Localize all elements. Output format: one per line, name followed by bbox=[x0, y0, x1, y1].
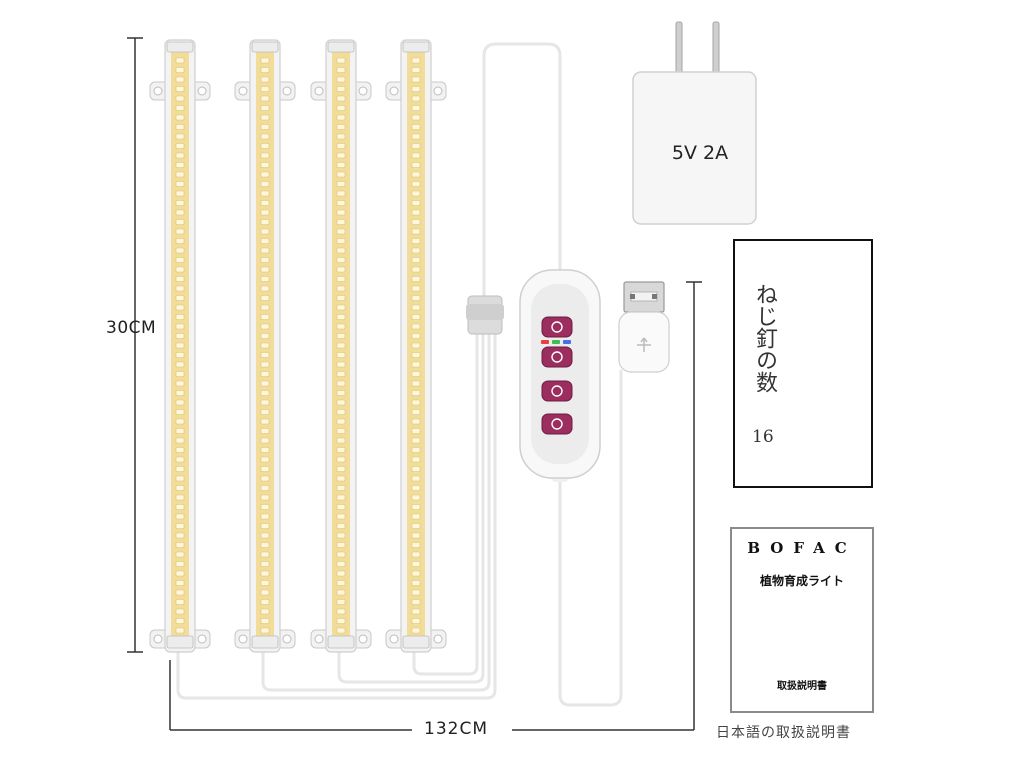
led-bar-2 bbox=[234, 39, 296, 653]
cable-splitter-clip bbox=[466, 295, 504, 335]
height-label: 30CM bbox=[106, 318, 157, 338]
remote-controller-icon bbox=[519, 269, 601, 482]
power-adapter-icon bbox=[632, 21, 757, 225]
led-bars bbox=[149, 39, 447, 653]
end-cap-top bbox=[402, 41, 430, 53]
manual-title: 植物育成ライト bbox=[759, 574, 844, 588]
controller-buttons bbox=[541, 316, 573, 435]
controller-panel bbox=[531, 284, 589, 464]
instruction-manual: BOFAC 植物育成ライト 取扱説明書 bbox=[730, 527, 874, 713]
cable-bar-3 bbox=[337, 320, 485, 684]
end-cap-top bbox=[251, 41, 279, 53]
indicator-light-1 bbox=[541, 340, 549, 344]
cable-controller-to-usb bbox=[558, 370, 623, 707]
end-cap-bottom bbox=[402, 635, 430, 649]
indicator-light-2 bbox=[552, 340, 560, 344]
cable-length-label: 132CM bbox=[424, 719, 488, 739]
adapter-body bbox=[632, 71, 757, 225]
main-cable-to-controller bbox=[482, 42, 562, 300]
end-cap-top bbox=[166, 41, 194, 53]
dimmer-icon bbox=[541, 380, 573, 402]
controller-indicators bbox=[541, 340, 571, 344]
spectrum-icon bbox=[541, 413, 573, 435]
led-bar-1 bbox=[149, 39, 211, 653]
indicator-light-3 bbox=[563, 340, 571, 344]
manual-brand: BOFAC bbox=[747, 539, 857, 557]
led-bar-3 bbox=[310, 39, 372, 653]
cycle-timer-icon bbox=[541, 346, 573, 368]
cable-bar-4 bbox=[412, 320, 479, 676]
end-cap-bottom bbox=[327, 635, 355, 649]
led-bar-cables bbox=[176, 42, 623, 707]
end-cap-bottom bbox=[251, 635, 279, 649]
dimension-lines bbox=[127, 37, 702, 731]
screw-count-title: ねじ釘の数 bbox=[752, 283, 777, 393]
cable-bar-2 bbox=[261, 320, 491, 692]
manual-footer: 取扱説明書 bbox=[777, 681, 827, 692]
adapter-prong-right bbox=[712, 21, 720, 77]
usb-plug-icon bbox=[618, 281, 670, 373]
end-cap-top bbox=[327, 41, 355, 53]
adapter-rating-label: 5V 2A bbox=[671, 142, 729, 164]
manual-caption: 日本語の取扱説明書 bbox=[716, 725, 851, 741]
adapter-prong-left bbox=[675, 21, 683, 77]
power-icon bbox=[541, 316, 573, 338]
led-bar-4 bbox=[385, 39, 447, 653]
end-cap-bottom bbox=[166, 635, 194, 649]
screw-count-box: ねじ釘の数 16 bbox=[733, 239, 873, 488]
cable-bar-1 bbox=[176, 320, 497, 700]
screw-count-value: 16 bbox=[752, 427, 774, 447]
